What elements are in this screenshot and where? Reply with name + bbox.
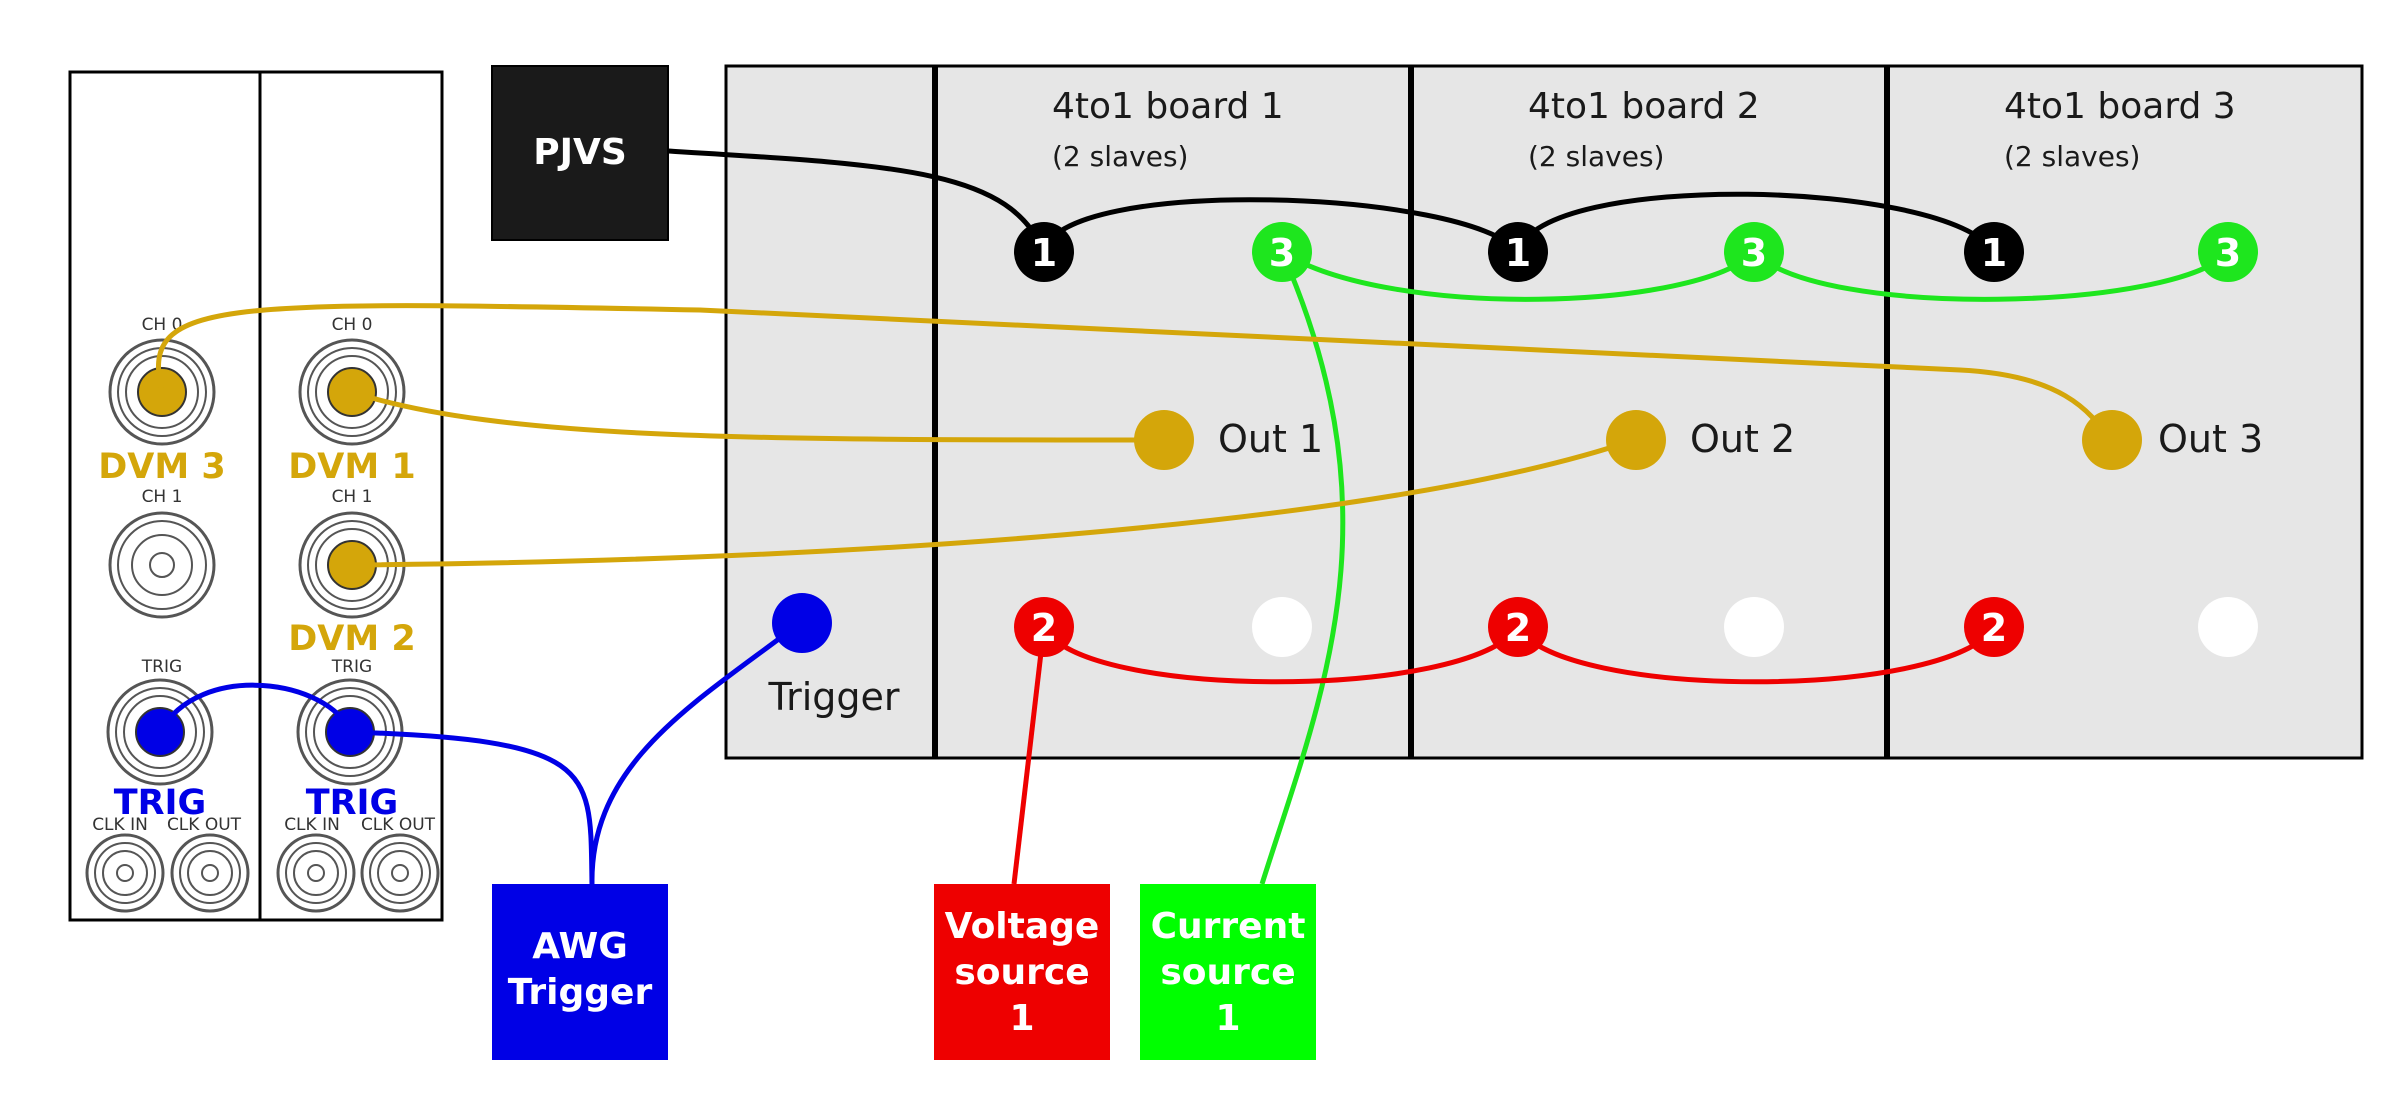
board-2-node-1[interactable]: 1: [1488, 222, 1548, 282]
board-3-title: 4to1 board 3: [2004, 86, 2236, 127]
board-3-node-2[interactable]: 2: [1964, 597, 2024, 657]
panel-divider: [1408, 66, 1414, 758]
wire-red-board1-to-board2: [1041, 625, 1521, 685]
current-source-box[interactable]: Current source 1: [1140, 884, 1316, 1060]
dvm1-label: DVM 1: [288, 447, 416, 487]
trigger-label: Trigger: [767, 675, 899, 719]
node-1-number: 1: [1981, 231, 2007, 275]
current-label-line1: Current: [1151, 906, 1306, 947]
board-1-output-port[interactable]: [1134, 410, 1194, 470]
out-2-label: Out 2: [1690, 417, 1795, 461]
awg-trigger-box[interactable]: AWG Trigger: [492, 884, 668, 1060]
node-3-number: 3: [1269, 231, 1295, 275]
trig-small-label-right: TRIG: [331, 657, 372, 677]
board-2-subtitle: (2 slaves): [1528, 140, 1664, 173]
ch0-label: CH 0: [142, 315, 183, 335]
wire-red-board2-to-board3: [1515, 625, 1997, 685]
wire-pjvs-to-board1: [667, 148, 1047, 253]
board-3-node-1[interactable]: 1: [1964, 222, 2024, 282]
board-1-node-2[interactable]: 2: [1014, 597, 1074, 657]
wire-green-board2-to-board3: [1752, 250, 2230, 302]
board-3-node-3[interactable]: 3: [2198, 222, 2258, 282]
trig-small-label: TRIG: [141, 657, 182, 677]
voltage-label-line3: 1: [1009, 998, 1034, 1039]
voltage-source-box[interactable]: Voltage source 1: [934, 884, 1110, 1060]
ch1-label-right: CH 1: [332, 487, 373, 507]
board-2-node-2[interactable]: 2: [1488, 597, 1548, 657]
ch0-label-right: CH 0: [332, 315, 373, 335]
out-3-label: Out 3: [2158, 417, 2263, 461]
dvm3-label: DVM 3: [98, 447, 226, 487]
board-3-output-port[interactable]: [2082, 410, 2142, 470]
wire-trig-left-to-right: [157, 682, 353, 734]
board-2-title: 4to1 board 2: [1528, 86, 1760, 127]
board-1-node-1[interactable]: 1: [1014, 222, 1074, 282]
board-1-node-3[interactable]: 3: [1252, 222, 1312, 282]
wire-board2-to-board3-n1: [1515, 191, 1997, 254]
out-1-label: Out 1: [1218, 417, 1323, 461]
board-1-unused-port[interactable]: [1252, 597, 1312, 657]
wire-current-source: [1259, 250, 1346, 885]
board-1-subtitle: (2 slaves): [1052, 140, 1188, 173]
wire-dvm3-to-out3: [156, 303, 2113, 442]
board-2-node-3[interactable]: 3: [1724, 222, 1784, 282]
left-ch0-connector[interactable]: [108, 338, 216, 446]
panel-divider: [1884, 66, 1890, 758]
current-label-line3: 1: [1215, 998, 1240, 1039]
node-3-number: 3: [2215, 231, 2241, 275]
left-clk-in-connector[interactable]: [85, 833, 165, 913]
wire-board1-to-board2-n1: [1041, 197, 1520, 254]
wire-dvm1-to-out1: [351, 389, 1163, 443]
board-3-unused-port[interactable]: [2198, 597, 2258, 657]
wire-dvm2-to-out2: [351, 437, 1635, 568]
left-ch1-connector[interactable]: [108, 511, 216, 619]
node-2-number: 2: [1031, 606, 1057, 650]
node-1-number: 1: [1505, 231, 1531, 275]
node-2-number: 2: [1981, 606, 2007, 650]
awg-label-line2: Trigger: [508, 972, 653, 1013]
nodes: 1 3 2 1 3 2 1: [772, 222, 2258, 657]
trigger-port[interactable]: [772, 593, 832, 653]
wire-awg-to-panel-trigger: [589, 621, 802, 885]
left-trig-label: TRIG: [114, 783, 207, 823]
board-1-title: 4to1 board 1: [1052, 86, 1284, 127]
ch1-label: CH 1: [142, 487, 183, 507]
wires: [156, 148, 2230, 885]
left-clk-out-connector[interactable]: [170, 833, 250, 913]
instrument-rack: CH 0 DVM 3 CH 1 TRIG TRIG CLK IN CLK OUT: [68, 70, 444, 922]
wire-green-board1-to-board2: [1280, 249, 1756, 302]
clk-in-label-right: CLK IN: [284, 815, 340, 835]
voltage-label-line1: Voltage: [945, 906, 1100, 947]
wire-voltage-source: [1011, 626, 1047, 885]
pjvs-box[interactable]: PJVS: [491, 65, 669, 241]
awg-label-line1: AWG: [532, 926, 628, 967]
clk-out-label-right: CLK OUT: [361, 815, 436, 835]
dvm2-label: DVM 2: [288, 619, 416, 659]
board-2-output-port[interactable]: [1606, 410, 1666, 470]
voltage-label-line2: source: [954, 952, 1089, 993]
right-trig-label: TRIG: [306, 783, 399, 823]
pjvs-label: PJVS: [533, 132, 627, 173]
right-clk-in-connector[interactable]: [276, 833, 356, 913]
board-2-unused-port[interactable]: [1724, 597, 1784, 657]
panel-divider: [932, 66, 938, 758]
board-3-subtitle: (2 slaves): [2004, 140, 2140, 173]
node-3-number: 3: [1741, 231, 1767, 275]
node-2-number: 2: [1505, 606, 1531, 650]
node-1-number: 1: [1031, 231, 1057, 275]
clk-out-label: CLK OUT: [167, 815, 242, 835]
current-label-line2: source: [1160, 952, 1295, 993]
clk-in-label: CLK IN: [92, 815, 148, 835]
right-clk-out-connector[interactable]: [360, 833, 440, 913]
wire-trig-to-awg: [349, 729, 595, 885]
